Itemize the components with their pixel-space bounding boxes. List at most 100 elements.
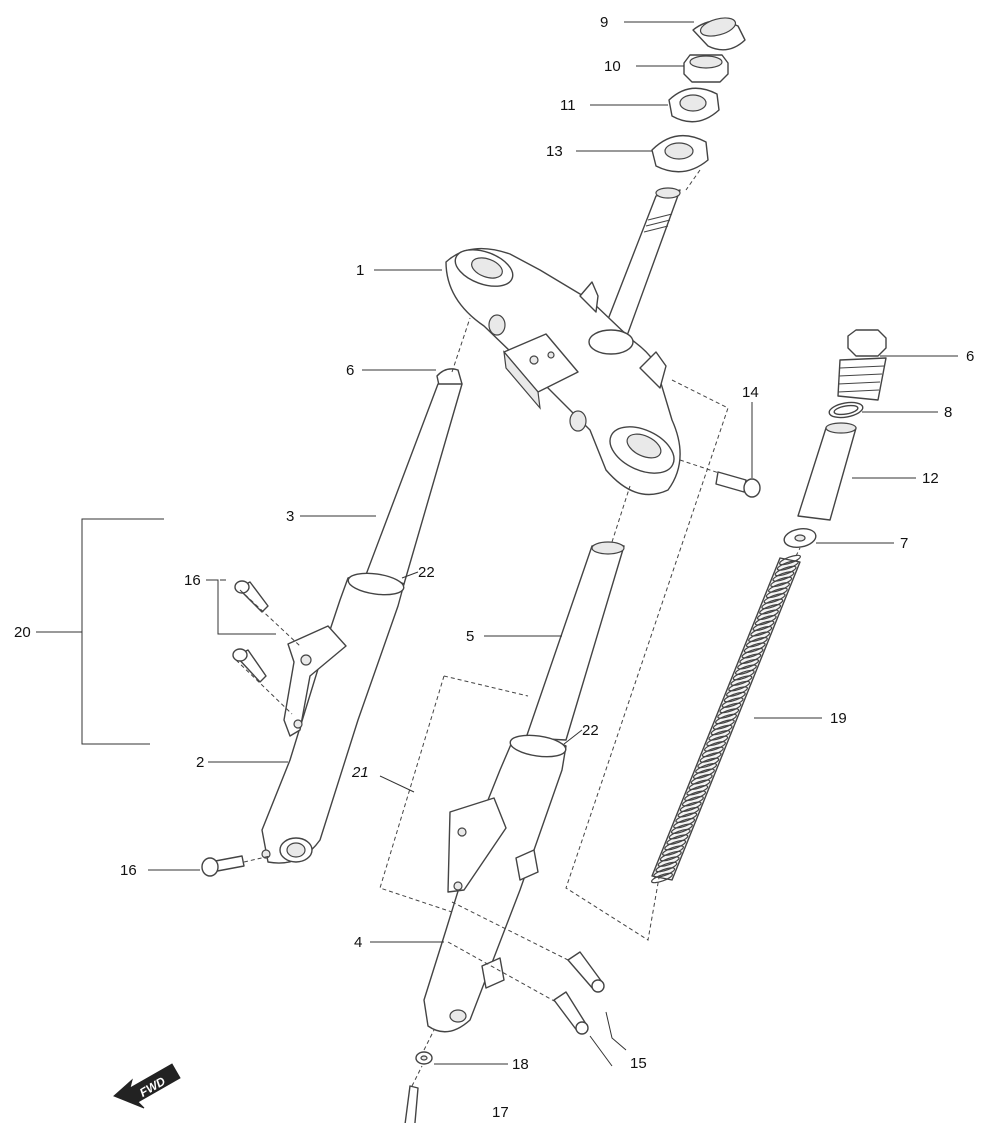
spring-coil xyxy=(719,702,742,714)
fwd-arrow-icon: FWD xyxy=(113,1063,181,1109)
spring-coil xyxy=(768,582,790,593)
spring-coil xyxy=(712,719,735,730)
spring-coil xyxy=(774,565,797,577)
part-9-dust-cap xyxy=(692,17,746,51)
callout-19: 19 xyxy=(830,710,847,727)
spring-coil xyxy=(662,845,684,856)
spring-coil xyxy=(668,828,691,840)
spring-coil xyxy=(745,636,768,648)
leader-lines xyxy=(36,21,958,1067)
spring-coil xyxy=(756,609,779,621)
part-6-cap-bolt-right xyxy=(837,329,887,401)
spring-coil xyxy=(732,669,755,681)
callout-18: 18 xyxy=(512,1056,529,1073)
callout-22-right: 22 xyxy=(582,722,599,739)
part-16-bolts-upper xyxy=(232,580,269,683)
spring-coil xyxy=(651,872,673,884)
callout-2: 2 xyxy=(196,754,204,771)
part-10-lock-nut xyxy=(683,54,729,83)
part-16-bolt-lower xyxy=(201,855,245,877)
callout-20: 20 xyxy=(14,624,31,641)
callout-22-left: 22 xyxy=(418,564,435,581)
part-17-drain-bolt xyxy=(404,1085,419,1123)
spring-coil xyxy=(772,571,795,582)
callout-6-left: 6 xyxy=(346,362,354,379)
spring-coil xyxy=(657,856,680,867)
spring-coil xyxy=(688,779,711,791)
spring-coil xyxy=(763,593,786,604)
callout-3: 3 xyxy=(286,508,294,525)
left-fork-leg xyxy=(201,368,463,877)
spring-coil xyxy=(743,642,766,654)
spring-coil xyxy=(690,773,713,785)
part-18-washer xyxy=(415,1051,433,1065)
spring-coil xyxy=(655,861,678,873)
right-fork-leg xyxy=(404,541,625,1123)
spring-coil xyxy=(730,675,753,686)
spring-coil xyxy=(710,724,733,736)
spring-coil xyxy=(679,801,702,813)
spring-coil xyxy=(726,686,748,697)
spring-coil xyxy=(704,741,726,752)
part-13-bearing-race xyxy=(651,134,709,173)
callout-16-bottom: 16 xyxy=(120,862,137,879)
spring-coil xyxy=(723,691,746,703)
spring-coil xyxy=(776,560,799,571)
spring-coil xyxy=(675,812,698,824)
spring-coil xyxy=(750,625,773,637)
spring-coil xyxy=(699,752,722,763)
callout-11: 11 xyxy=(560,97,576,114)
part-5-inner-tube xyxy=(525,541,625,741)
part-3-inner-tube xyxy=(363,383,463,585)
spring-coil xyxy=(754,614,777,626)
callout-4: 4 xyxy=(354,934,362,951)
spring-coil xyxy=(761,598,784,610)
callout-7: 7 xyxy=(900,535,908,552)
spring-coil xyxy=(697,757,720,769)
part-14-pinch-bolt xyxy=(715,471,761,498)
callout-13: 13 xyxy=(546,143,563,160)
callout-8: 8 xyxy=(944,404,952,421)
assembly-boundaries xyxy=(235,317,801,1087)
spring-coil xyxy=(759,603,782,615)
spring-coil xyxy=(664,839,687,851)
spring-coil xyxy=(670,823,693,835)
callout-15: 15 xyxy=(630,1055,647,1072)
callout-labels: 9 10 11 13 1 6 6 8 14 12 7 3 16 22 20 5 … xyxy=(14,14,974,1121)
spring-coil xyxy=(681,795,704,807)
part-2-outer-slider xyxy=(261,572,405,864)
spring-coil xyxy=(765,587,788,599)
spring-coil xyxy=(717,708,740,719)
spring-coil xyxy=(677,806,700,818)
spring-coil xyxy=(779,554,801,566)
spring-coil xyxy=(684,790,707,802)
spring-coil xyxy=(737,658,760,670)
callout-10: 10 xyxy=(604,58,621,75)
part-12-spacer xyxy=(797,422,857,521)
spring-coil xyxy=(741,647,764,659)
part-8-o-ring xyxy=(828,401,864,419)
spring-coil xyxy=(653,867,676,878)
part-4-outer-slider xyxy=(423,734,567,1033)
spring-coil xyxy=(721,697,744,708)
spring-coil xyxy=(701,746,724,758)
spring-coil xyxy=(666,834,689,845)
spring-coil xyxy=(734,664,757,676)
spring-coil xyxy=(692,768,715,780)
part-1-steering-stem-triple-clamp xyxy=(445,187,681,496)
part-11-bearing-race xyxy=(668,87,720,123)
spring-coil xyxy=(686,784,709,796)
spring-coil xyxy=(728,680,751,692)
callout-21: 21 xyxy=(351,764,369,781)
spring-coil xyxy=(752,620,775,632)
spring-coil xyxy=(673,817,696,829)
spring-coil xyxy=(706,735,729,747)
callout-14: 14 xyxy=(742,384,759,401)
callout-5: 5 xyxy=(466,628,474,645)
callout-16-top: 16 xyxy=(184,572,201,589)
spring-coil xyxy=(695,762,718,774)
spring-coil xyxy=(659,850,682,862)
spring-coil xyxy=(770,576,793,588)
part-19-spring xyxy=(651,554,801,884)
